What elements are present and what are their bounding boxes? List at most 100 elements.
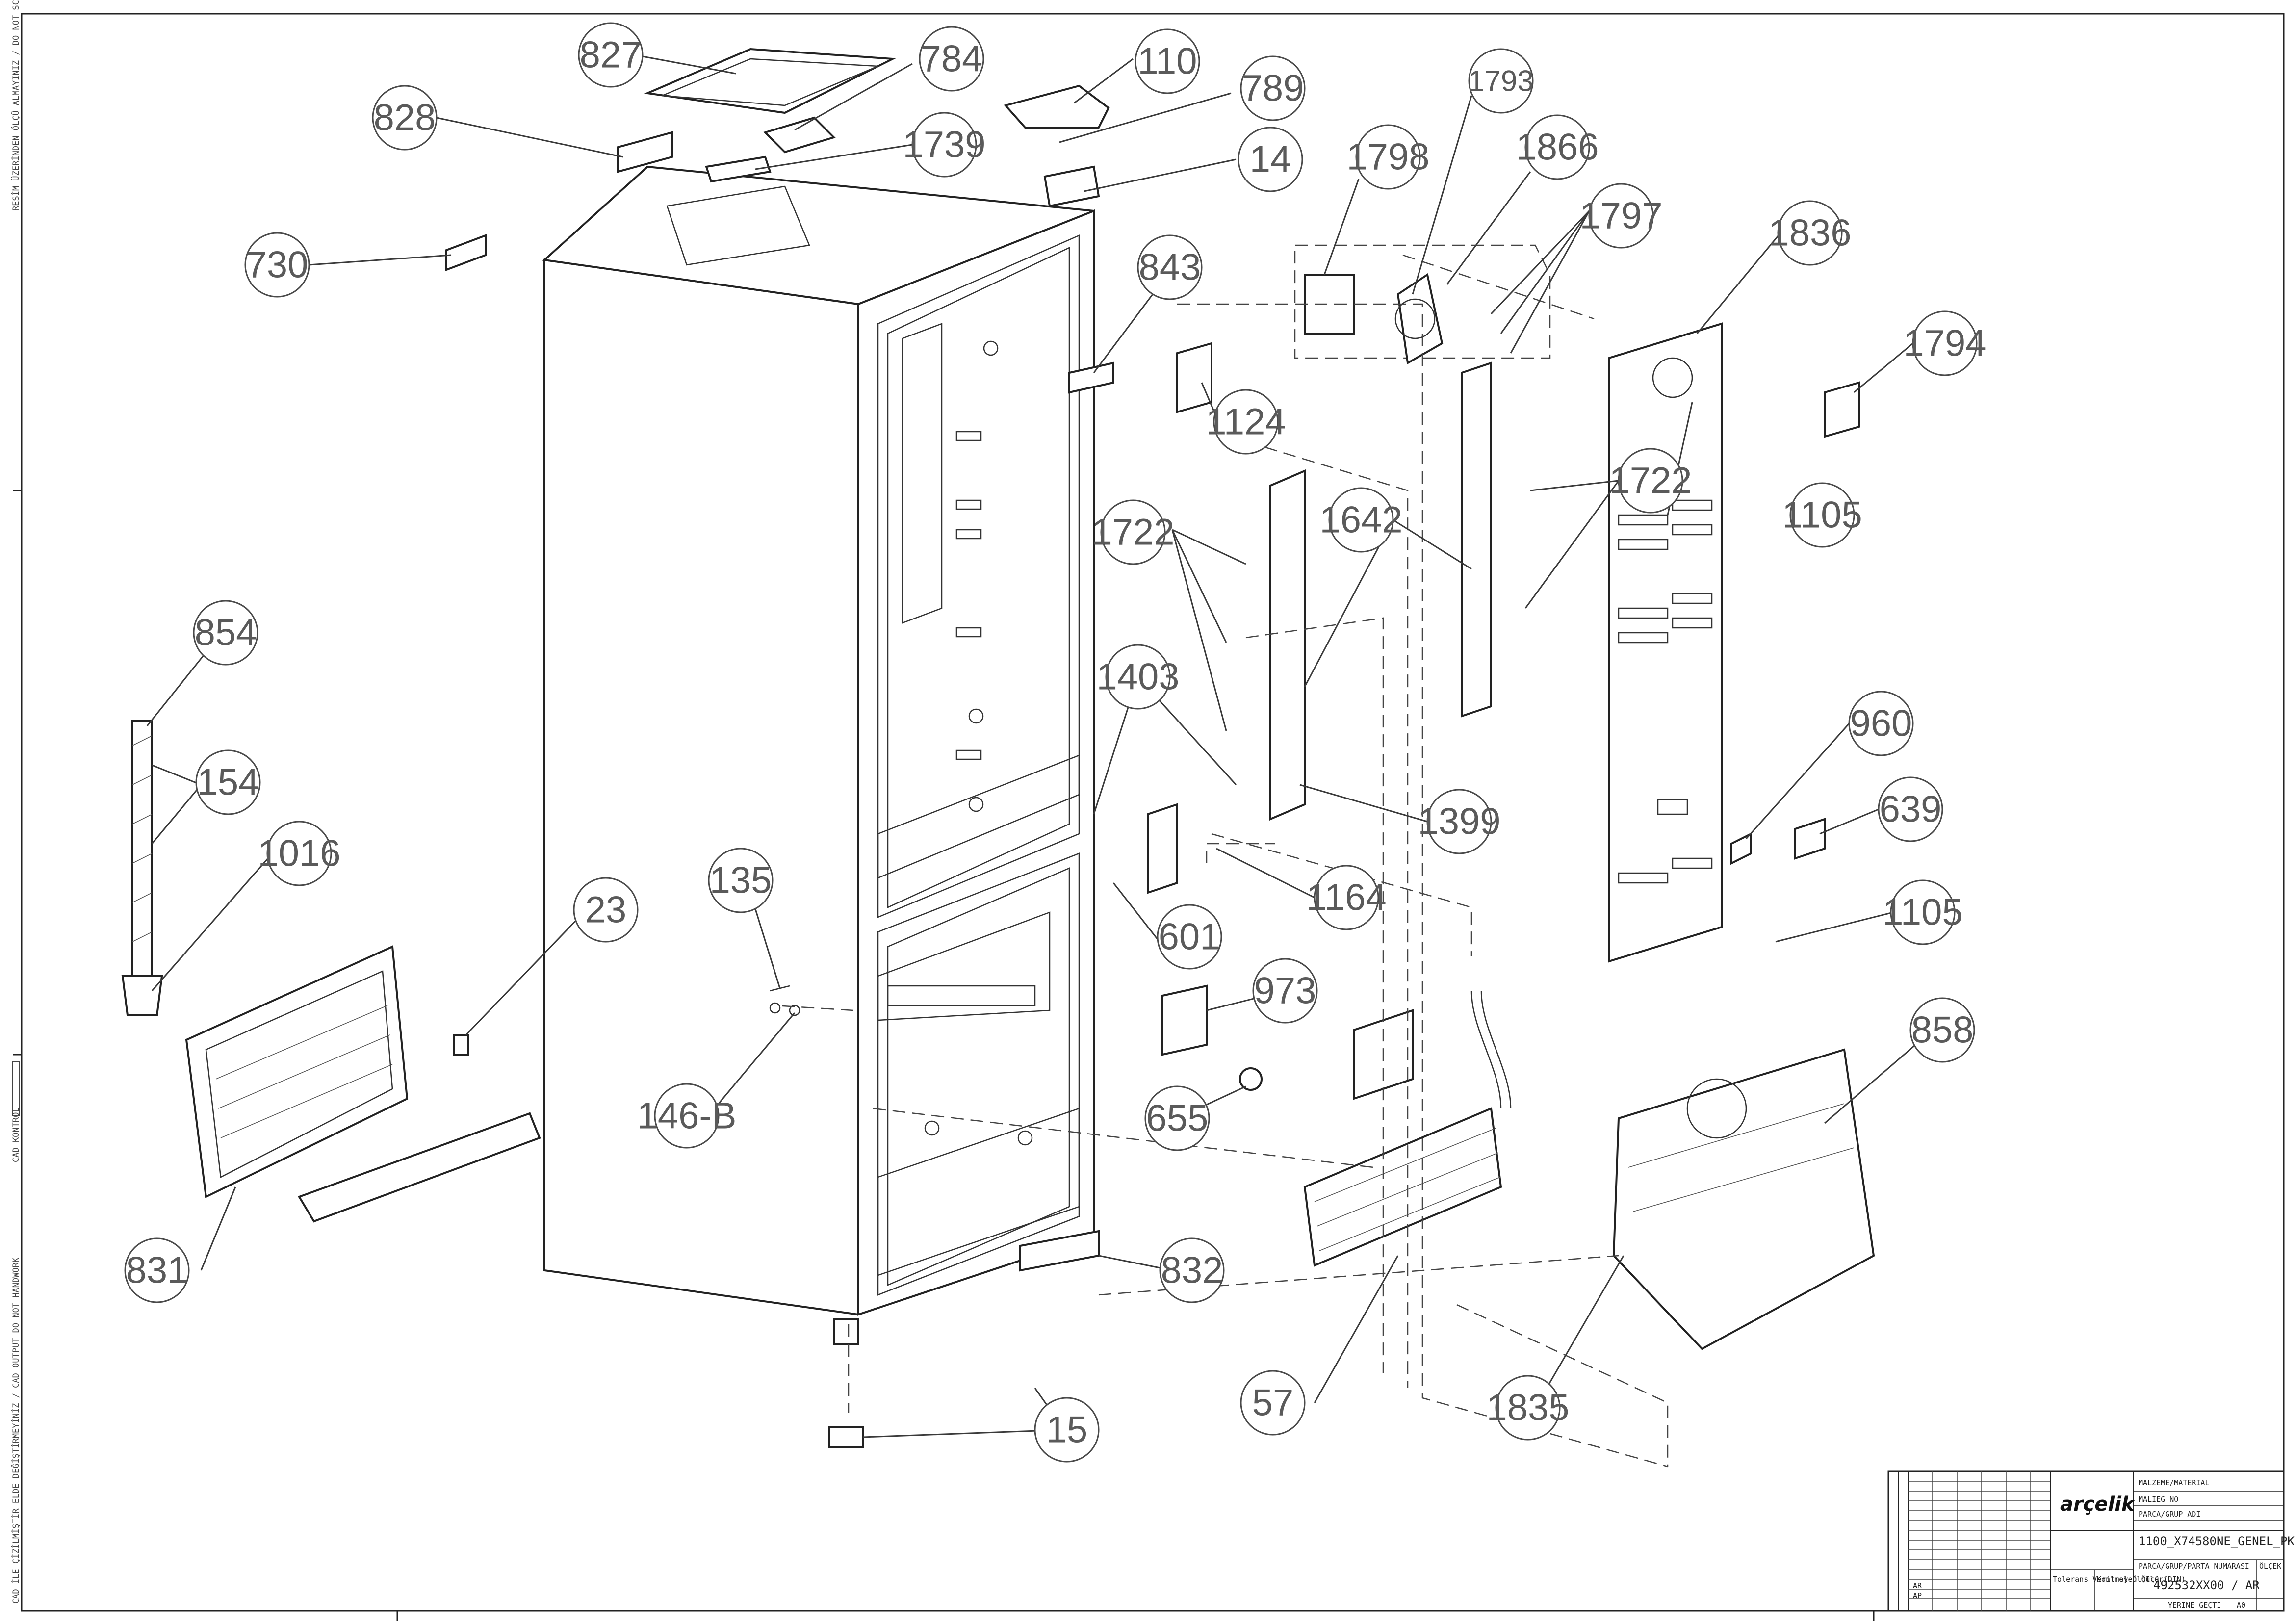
side-note-bottom: CAD İLE ÇİZİLMİŞTİR ELDE DEĞİŞTİRMEYİNİZ… xyxy=(10,1257,21,1604)
svg-text:730: 730 xyxy=(246,244,309,286)
group-label: PARCA/GRUP ADI xyxy=(2139,1510,2200,1519)
condenser-57 xyxy=(1303,1107,1502,1267)
svg-text:135: 135 xyxy=(710,860,772,902)
svg-text:827: 827 xyxy=(580,34,642,76)
rev-row-2: AP xyxy=(1913,1591,1922,1600)
part-1739 xyxy=(705,155,772,183)
svg-text:1739: 1739 xyxy=(903,124,985,166)
drawing-number: 492532XX00 / AR xyxy=(2153,1578,2260,1592)
callout-balloon: 110 xyxy=(1135,28,1200,94)
callout-balloon: 14 xyxy=(1238,127,1303,192)
callout-balloon: 827 xyxy=(578,22,644,88)
callout-balloon: 854 xyxy=(193,600,258,666)
svg-text:960: 960 xyxy=(1850,703,1912,745)
foot-15a xyxy=(833,1318,859,1345)
part-23 xyxy=(453,1034,469,1056)
callout-balloon: 1105 xyxy=(1782,482,1862,548)
pcb-board xyxy=(763,116,836,154)
svg-text:1866: 1866 xyxy=(1516,127,1599,168)
svg-text:57: 57 xyxy=(1252,1382,1294,1424)
cad-control-box xyxy=(12,1061,20,1116)
control-label: Kontrol Ölçüleri xyxy=(2097,1574,2168,1584)
svg-text:1797: 1797 xyxy=(1579,195,1662,237)
svg-text:832: 832 xyxy=(1161,1250,1223,1291)
svg-text:14: 14 xyxy=(1250,139,1291,180)
callout-balloon: 1164 xyxy=(1306,865,1387,930)
svg-text:831: 831 xyxy=(126,1250,188,1291)
title-block: arçelik MALZEME/MATERIAL MALIEG NO PARCA… xyxy=(1887,1470,2295,1612)
hinge-top xyxy=(1004,84,1110,129)
sheet-label: YERINE GEÇTİ xyxy=(2168,1600,2221,1610)
part-973 xyxy=(1161,984,1208,1056)
svg-text:784: 784 xyxy=(921,38,983,80)
callout-balloon: 843 xyxy=(1137,234,1203,300)
evaporator-cover-1642 xyxy=(1461,361,1492,718)
hinge-bracket xyxy=(1043,165,1100,207)
part-730 xyxy=(445,234,487,271)
callout-balloon: 639 xyxy=(1878,776,1943,842)
svg-text:1164: 1164 xyxy=(1306,877,1386,919)
callout-balloon: 784 xyxy=(919,26,984,92)
callout-balloon: 1836 xyxy=(1768,200,1852,266)
rail-base xyxy=(298,1112,541,1223)
svg-text:1105: 1105 xyxy=(1883,892,1962,933)
svg-text:1124: 1124 xyxy=(1206,401,1286,443)
part-1124 xyxy=(1176,342,1212,413)
svg-text:1016: 1016 xyxy=(258,833,340,875)
rev-row-1: AR xyxy=(1913,1581,1922,1590)
callout-balloon: 973 xyxy=(1252,958,1318,1024)
callout-balloon: 832 xyxy=(1159,1237,1225,1303)
compressor-bracket-831 xyxy=(185,945,409,1199)
svg-text:1399: 1399 xyxy=(1418,801,1500,843)
group-name: 1100_X74580NE_GENEL_PK xyxy=(2139,1534,2295,1548)
tolerance-label: Tolerans Verilmeyen Ölçü (DIN) xyxy=(2053,1574,2186,1584)
svg-text:1403: 1403 xyxy=(1096,656,1179,698)
title-logo: arçelik xyxy=(2060,1493,2136,1516)
part-639 xyxy=(1794,818,1826,860)
svg-text:655: 655 xyxy=(1146,1098,1209,1139)
callout-balloon: 655 xyxy=(1144,1085,1210,1151)
svg-text:858: 858 xyxy=(1911,1009,1974,1051)
svg-text:1794: 1794 xyxy=(1903,323,1986,364)
svg-text:1793: 1793 xyxy=(1468,65,1533,98)
leader-lines xyxy=(146,55,1933,1438)
callout-balloon: 23 xyxy=(573,877,639,943)
drawing-no-label: PARCA/GRUP/PARTA NUMARASI xyxy=(2139,1562,2249,1571)
callout-balloon: 1798 xyxy=(1346,124,1430,190)
cabinet-slots xyxy=(887,340,1036,1146)
sheet-size: A0 xyxy=(2237,1601,2245,1610)
svg-text:15: 15 xyxy=(1046,1409,1088,1451)
callout-balloon: 146-B xyxy=(637,1083,737,1149)
cover-1794 xyxy=(1824,381,1860,438)
callout-balloon: 828 xyxy=(372,85,438,151)
svg-text:1642: 1642 xyxy=(1319,499,1402,541)
svg-text:828: 828 xyxy=(374,97,436,139)
callout-balloon: 1403 xyxy=(1096,644,1180,710)
callout-balloon: 601 xyxy=(1157,904,1222,970)
svg-text:639: 639 xyxy=(1880,789,1942,830)
svg-text:146-B: 146-B xyxy=(637,1095,737,1137)
svg-text:973: 973 xyxy=(1254,970,1316,1012)
callout-balloon: 15 xyxy=(1034,1397,1100,1463)
svg-text:843: 843 xyxy=(1139,247,1201,288)
callout-balloon: 1797 xyxy=(1579,183,1663,249)
svg-text:154: 154 xyxy=(197,762,259,803)
callout-balloon: 135 xyxy=(708,848,774,913)
callout-balloon: 1124 xyxy=(1206,389,1286,455)
part-960 xyxy=(1730,832,1752,865)
cable-854 xyxy=(121,720,163,1016)
callout-balloon: 831 xyxy=(124,1237,190,1303)
svg-text:1798: 1798 xyxy=(1346,136,1429,178)
callout-balloon: 789 xyxy=(1240,55,1306,121)
svg-text:1722: 1722 xyxy=(1091,512,1174,553)
callout-balloon: 730 xyxy=(244,232,310,298)
scale-label: ÖLÇEK xyxy=(2259,1561,2281,1571)
svg-text:1836: 1836 xyxy=(1768,212,1851,254)
rear-panel-details xyxy=(1618,357,1713,884)
callout-balloon: 1105 xyxy=(1883,879,1963,945)
callout-balloons: 827 784 110 789 828 1739 14 730 1793 179… xyxy=(124,22,1986,1463)
cabinet xyxy=(542,165,1095,1316)
svg-text:1722: 1722 xyxy=(1609,460,1692,502)
svg-text:110: 110 xyxy=(1137,41,1197,82)
